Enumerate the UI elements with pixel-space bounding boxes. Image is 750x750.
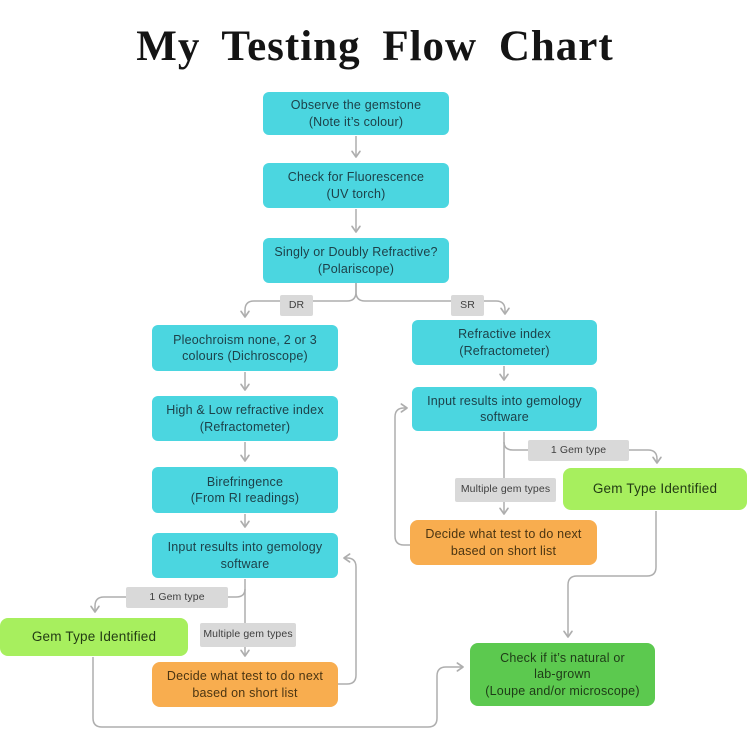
flow-node-check-natural: Check if it’s natural or lab-grown (Loup… bbox=[470, 643, 655, 706]
edge-decide-left-feedback bbox=[338, 553, 357, 685]
edge-label-dr: DR bbox=[280, 295, 313, 316]
edge-gem-left-to-check-natural bbox=[92, 657, 464, 728]
edge-label-multiple-left: Multiple gem types bbox=[200, 623, 296, 647]
flow-node-birefringence: Birefringence (From RI readings) bbox=[152, 467, 338, 513]
edge-polariscope-sr-branch bbox=[355, 283, 510, 315]
edge-label-one-gem-right: 1 Gem type bbox=[528, 440, 629, 461]
edge-label-multiple-right: Multiple gem types bbox=[455, 478, 556, 502]
flow-node-fluorescence: Check for Fluorescence (UV torch) bbox=[263, 163, 449, 208]
flow-node-gem-identified-left: Gem Type Identified bbox=[0, 618, 188, 656]
flow-node-refractive-index: Refractive index (Refractometer) bbox=[412, 320, 597, 365]
edge-label-one-gem-left: 1 Gem type bbox=[126, 587, 228, 608]
flow-node-decide-next-left: Decide what test to do next based on sho… bbox=[152, 662, 338, 707]
flow-node-input-results-left: Input results into gemology software bbox=[152, 533, 338, 578]
flow-node-pleochroism: Pleochroism none, 2 or 3 colours (Dichro… bbox=[152, 325, 338, 371]
flow-node-high-low-ri: High & Low refractive index (Refractomet… bbox=[152, 396, 338, 441]
flow-node-polariscope: Singly or Doubly Refractive? (Polariscop… bbox=[263, 238, 449, 283]
flow-node-gem-identified-right: Gem Type Identified bbox=[563, 468, 747, 510]
flow-node-observe: Observe the gemstone (Note it’s colour) bbox=[263, 92, 449, 135]
flow-node-input-results-right: Input results into gemology software bbox=[412, 387, 597, 431]
edge-gem-right-to-check-natural bbox=[563, 511, 657, 638]
flow-node-decide-next-right: Decide what test to do next based on sho… bbox=[410, 520, 597, 565]
page-title: My Testing Flow Chart bbox=[136, 23, 614, 70]
edge-input-right-one-gem bbox=[503, 441, 662, 464]
edge-input-left-one-gem bbox=[90, 588, 246, 613]
edge-label-sr: SR bbox=[451, 295, 484, 316]
edge-decide-right-feedback bbox=[394, 403, 410, 546]
